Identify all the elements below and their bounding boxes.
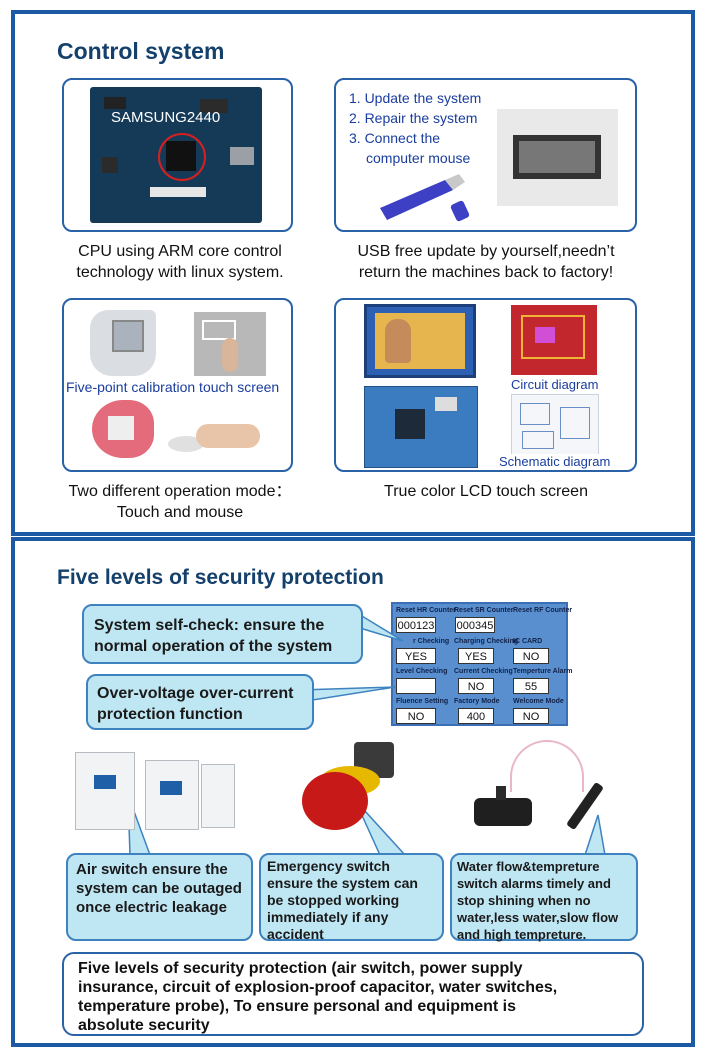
cpu-caption: CPU using ARM core control technology wi… (76, 243, 284, 281)
chip-label: SAMSUNG2440 (111, 109, 221, 126)
schematic-diagram-label: Schematic diagram (499, 454, 611, 469)
self-check-callout: System self-check: ensure the normal ope… (82, 604, 363, 664)
usb-caption: USB free update by yourself,needn’t retu… (357, 243, 615, 281)
air-switch-callout: Air switch ensure the system can be outa… (66, 853, 253, 941)
water-flow-callout: Water flow&tempreture switch alarms time… (450, 853, 638, 942)
emergency-switch-image (302, 742, 398, 832)
touch-finger-image (194, 312, 266, 376)
settings-panel-image: Reset HR Counter Reset SR Counter Reset … (391, 602, 573, 726)
usb-steps: 1. Update the system 2. Repair the syste… (349, 90, 482, 166)
air-switch-image (75, 752, 235, 830)
lcd-caption: True color LCD touch screen (384, 483, 588, 500)
circuit-diagram-image (511, 305, 597, 375)
lcd-screen-image (364, 304, 476, 378)
touch-label: Five-point calibration touch screen (66, 379, 280, 395)
highlight-circle (158, 133, 206, 181)
lcd-board-image (364, 386, 478, 468)
control-system-section (11, 10, 695, 536)
security-title: Five levels of security protection (57, 566, 384, 589)
usb-port-image (497, 109, 618, 206)
cpu-board-image (90, 87, 262, 223)
mouse-hand-image (168, 418, 264, 458)
security-summary: Five levels of security protection (air … (62, 952, 644, 1036)
device-image-white (90, 310, 156, 376)
control-system-title: Control system (57, 38, 225, 64)
schematic-diagram-image (511, 394, 599, 458)
touch-caption: Two different operation mode： Touch and … (68, 483, 292, 521)
usb-stick-icon (380, 174, 470, 222)
over-voltage-callout: Over-voltage over-current protection fun… (86, 674, 314, 730)
device-image-pink (92, 400, 154, 458)
water-flow-switch-image (470, 740, 632, 836)
emergency-switch-callout: Emergency switch ensure the system can b… (259, 853, 444, 942)
circuit-diagram-label: Circuit diagram (511, 377, 599, 392)
security-section (11, 537, 695, 1047)
